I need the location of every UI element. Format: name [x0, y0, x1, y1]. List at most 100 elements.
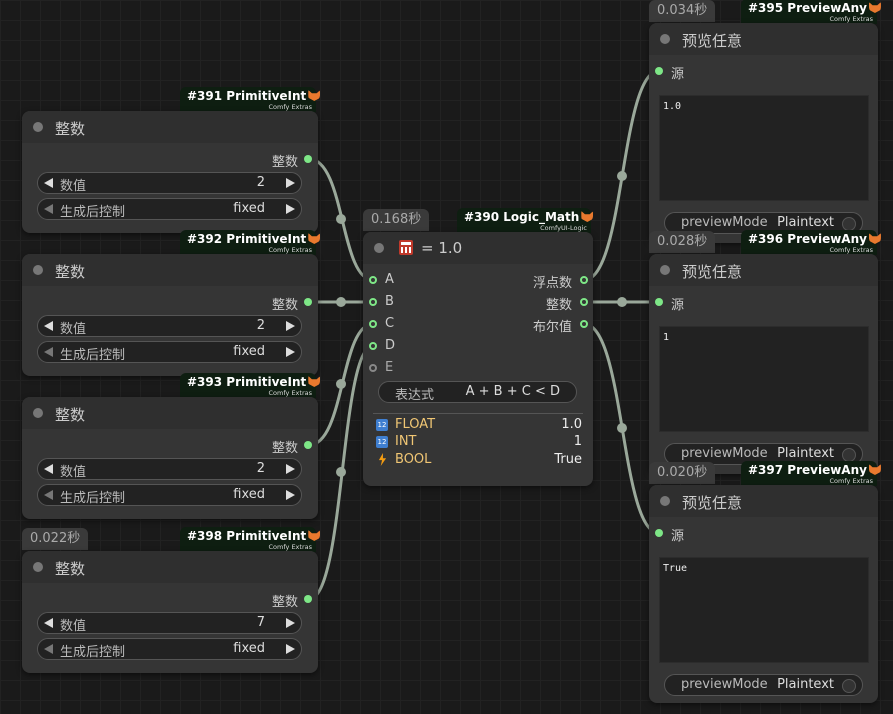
- preview-textarea[interactable]: 1: [659, 326, 869, 432]
- control-combo[interactable]: 生成后控制 fixed: [37, 198, 302, 220]
- primitive-int-node[interactable]: 整数 整数 数值 2 生成后控制 fixed: [22, 254, 318, 376]
- prev-arrow-icon[interactable]: [44, 204, 53, 214]
- output-slot[interactable]: [304, 595, 312, 603]
- decrement-arrow-icon[interactable]: [44, 321, 53, 331]
- prev-arrow-icon[interactable]: [44, 490, 53, 500]
- calculator-icon: [399, 240, 413, 255]
- value-value: 2: [256, 461, 265, 476]
- input-slot[interactable]: [655, 529, 663, 537]
- next-arrow-icon[interactable]: [286, 204, 295, 214]
- toggle-switch[interactable]: [842, 217, 856, 231]
- value-label: 数值: [60, 322, 87, 337]
- output-slot[interactable]: [304, 298, 312, 306]
- output-slot[interactable]: [304, 155, 312, 163]
- node-header[interactable]: 预览任意: [649, 485, 878, 517]
- preview-mode-toggle[interactable]: previewMode Plaintext: [664, 674, 863, 696]
- primitive-int-node[interactable]: 整数 整数 数值 7 生成后控制 fixed: [22, 551, 318, 673]
- control-combo[interactable]: 生成后控制 fixed: [37, 484, 302, 506]
- toggle-switch[interactable]: [842, 679, 856, 693]
- collapse-dot-icon[interactable]: [33, 122, 43, 132]
- result-value-int: 1: [573, 434, 582, 449]
- output-slot[interactable]: [304, 441, 312, 449]
- node-header[interactable]: 整数: [22, 111, 318, 143]
- execution-time-badge: 0.028秒: [649, 231, 716, 253]
- node-source-label: Comfy Extras: [268, 389, 312, 397]
- increment-arrow-icon[interactable]: [286, 618, 295, 628]
- primitive-int-node[interactable]: 整数 整数 数值 2 生成后控制 fixed: [22, 111, 318, 233]
- collapse-dot-icon[interactable]: [660, 265, 670, 275]
- lightning-icon: [378, 453, 387, 466]
- preview-any-node[interactable]: 预览任意 源 1 previewMode Plaintext: [649, 254, 878, 474]
- input-slot-e[interactable]: [369, 364, 377, 372]
- preview-textarea[interactable]: 1.0: [659, 95, 869, 201]
- input-label-b: B: [385, 294, 394, 309]
- node-header[interactable]: = 1.0: [363, 232, 593, 264]
- input-slot-c[interactable]: [369, 320, 377, 328]
- prev-arrow-icon[interactable]: [44, 347, 53, 357]
- toggle-switch[interactable]: [842, 448, 856, 462]
- value-value: 2: [256, 318, 265, 333]
- control-label: 生成后控制: [60, 491, 126, 506]
- expression-value: A + B + C < D: [465, 384, 560, 399]
- input-label-e: E: [385, 360, 394, 375]
- expression-field[interactable]: 表达式 A + B + C < D: [378, 381, 577, 403]
- node-title: = 1.0: [421, 239, 463, 257]
- increment-arrow-icon[interactable]: [286, 464, 295, 474]
- node-header[interactable]: 整数: [22, 254, 318, 286]
- collapse-dot-icon[interactable]: [374, 243, 384, 253]
- output-slot-bool[interactable]: [580, 320, 588, 328]
- value-stepper[interactable]: 数值 7: [37, 612, 302, 634]
- prev-arrow-icon[interactable]: [44, 644, 53, 654]
- collapse-dot-icon[interactable]: [660, 496, 670, 506]
- node-badge: #393 PrimitiveInt Comfy Extras: [180, 373, 321, 398]
- control-combo[interactable]: 生成后控制 fixed: [37, 638, 302, 660]
- value-stepper[interactable]: 数值 2: [37, 172, 302, 194]
- input-slot[interactable]: [655, 298, 663, 306]
- decrement-arrow-icon[interactable]: [44, 618, 53, 628]
- next-arrow-icon[interactable]: [286, 347, 295, 357]
- decrement-arrow-icon[interactable]: [44, 178, 53, 188]
- control-combo[interactable]: 生成后控制 fixed: [37, 341, 302, 363]
- primitive-int-node[interactable]: 整数 整数 数值 2 生成后控制 fixed: [22, 397, 318, 519]
- expression-label: 表达式: [395, 388, 435, 403]
- increment-arrow-icon[interactable]: [286, 321, 295, 331]
- output-slot-int[interactable]: [580, 298, 588, 306]
- input-slot-d[interactable]: [369, 342, 377, 350]
- next-arrow-icon[interactable]: [286, 490, 295, 500]
- collapse-dot-icon[interactable]: [33, 408, 43, 418]
- input-slot-a[interactable]: [369, 276, 377, 284]
- input-slot[interactable]: [655, 67, 663, 75]
- node-header[interactable]: 整数: [22, 397, 318, 429]
- value-stepper[interactable]: 数值 2: [37, 315, 302, 337]
- execution-time-badge: 0.168秒: [363, 209, 430, 231]
- decrement-arrow-icon[interactable]: [44, 464, 53, 474]
- mode-value: Plaintext: [777, 215, 834, 230]
- node-header[interactable]: 整数: [22, 551, 318, 583]
- collapse-dot-icon[interactable]: [33, 265, 43, 275]
- collapse-dot-icon[interactable]: [33, 562, 43, 572]
- logic-math-node[interactable]: = 1.0 A B C D E 浮点数 整数 布尔值 表达式 A + B + C…: [363, 232, 593, 486]
- input-label: 源: [671, 529, 685, 544]
- fox-icon: [308, 376, 321, 387]
- node-header[interactable]: 预览任意: [649, 254, 878, 286]
- node-badge: #395 PreviewAny Comfy Extras: [741, 0, 881, 24]
- increment-arrow-icon[interactable]: [286, 178, 295, 188]
- preview-mode-toggle[interactable]: previewMode Plaintext: [664, 212, 863, 234]
- execution-time-badge: 0.022秒: [22, 528, 89, 550]
- fox-icon: [308, 530, 321, 541]
- value-value: 2: [256, 175, 265, 190]
- preview-any-node[interactable]: 预览任意 源 1.0 previewMode Plaintext: [649, 23, 878, 243]
- result-value-bool: True: [554, 452, 582, 467]
- collapse-dot-icon[interactable]: [660, 34, 670, 44]
- node-header[interactable]: 预览任意: [649, 23, 878, 55]
- input-slot-b[interactable]: [369, 298, 377, 306]
- next-arrow-icon[interactable]: [286, 644, 295, 654]
- preview-textarea[interactable]: True: [659, 557, 869, 663]
- value-label: 数值: [60, 619, 87, 634]
- node-title: 预览任意: [682, 32, 743, 50]
- value-stepper[interactable]: 数值 2: [37, 458, 302, 480]
- preview-any-node[interactable]: 预览任意 源 True previewMode Plaintext: [649, 485, 878, 703]
- fox-icon: [308, 233, 321, 244]
- output-slot-float[interactable]: [580, 276, 588, 284]
